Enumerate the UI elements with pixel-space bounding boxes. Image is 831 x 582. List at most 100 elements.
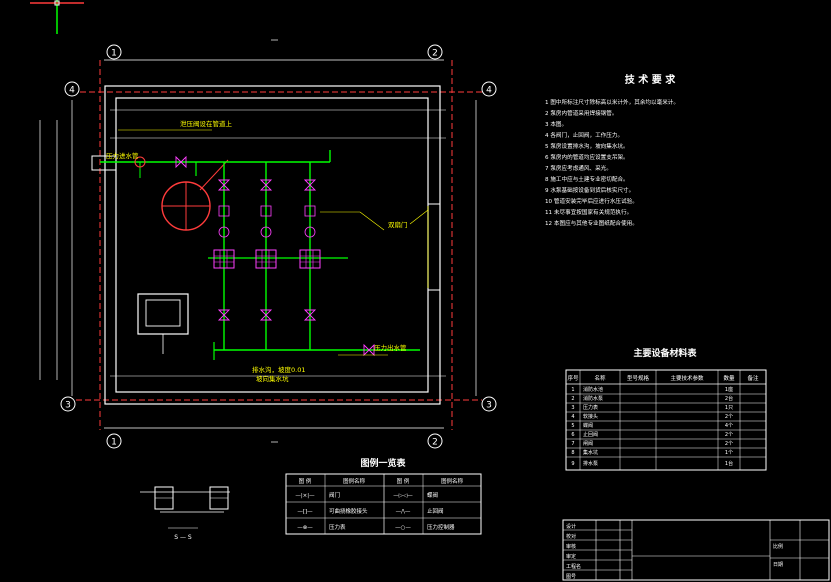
equipment-cell: 4个 [725, 423, 733, 429]
tech-note-line: 7 泵房应考虑通风、采光。 [545, 164, 612, 172]
label-inlet: 压力进水管 [106, 151, 139, 160]
label-door: 双扇门 [388, 220, 408, 229]
equipment-cell: 1座 [725, 386, 733, 393]
equipment-header: 数量 [723, 374, 735, 382]
axis-label-left-top: 4 [69, 86, 75, 96]
equipment-cell: 1 [571, 387, 574, 393]
pump-unit-1 [213, 249, 235, 269]
legend-name: 蝶阀 [427, 491, 438, 499]
equipment-cell: 止回阀 [583, 431, 598, 438]
tech-note-line: 9 水泵基础按设备到货后核实尺寸。 [545, 186, 634, 194]
legend-name: 压力控制器 [427, 523, 455, 531]
equipment-header: 备注 [747, 374, 759, 382]
axis-bubble-right-bottom [481, 396, 497, 412]
axis-label-bottom-left: 1 [111, 438, 117, 448]
axis-bubble-left-top [64, 81, 80, 97]
title-block-label: 工程名 [566, 563, 581, 570]
water-tank [161, 159, 229, 231]
legend-header: 图例名称 [441, 477, 464, 485]
legend-name: 压力表 [329, 523, 346, 531]
equipment-cell: 软接头 [583, 413, 598, 420]
equipment-cell: 消防水池 [583, 386, 603, 393]
ucs-icon [30, 0, 84, 34]
equipment-table-title: 主要设备材料表 [633, 347, 697, 359]
equipment-header: 序号 [567, 374, 579, 382]
axis-label-right-top: 4 [486, 86, 492, 96]
axis-bubbles: 1 2 1 2 4 4 3 3 [60, 44, 497, 449]
equipment-cell: 消防水泵 [583, 395, 603, 402]
label-outlet: 压力出水管 [374, 343, 407, 352]
legend-symbol: —|×|— [295, 493, 315, 499]
legend-header: 图 例 [299, 477, 312, 485]
axis-label-right-bottom: 3 [486, 401, 492, 411]
tech-note-line: 1 图中所标注尺寸除标高以米计外，其余均以毫米计。 [545, 98, 679, 106]
axis-bubble-right-top [481, 81, 497, 97]
legend-symbol: —▷◁— [393, 493, 413, 499]
valve-symbols [134, 155, 375, 357]
equipment-cell: 2个 [725, 441, 733, 447]
legend-header: 图 例 [397, 477, 410, 485]
legend-symbol: —/\— [396, 509, 411, 515]
equipment-cell: 2台 [725, 395, 733, 402]
axis-label-top-right: 2 [432, 49, 438, 59]
title-block-right-label: 日期 [773, 562, 783, 568]
equipment-cell: 闸阀 [583, 440, 593, 447]
equipment-cell: 7 [571, 441, 574, 447]
title-block-right-label: 比例 [773, 543, 783, 550]
legend-symbol: —[]— [297, 509, 313, 515]
tech-note-line: 6 泵房内的管道均应设置支吊架。 [545, 153, 629, 161]
legend-title: 图例一览表 [360, 457, 406, 469]
axis-label-left-bottom: 3 [65, 401, 71, 411]
title-block-label: 图号 [566, 574, 576, 580]
title-block-label: 校对 [566, 533, 576, 540]
pump-unit-2 [255, 249, 277, 269]
pump-units [213, 249, 321, 269]
dimension-lines [39, 39, 477, 443]
title-block: 设计 校对 审核 审定 工程名 图号 比例 日期 [562, 519, 830, 581]
equipment-header: 主要技术参数 [670, 374, 704, 382]
label-bottom-note2: 坡向集水坑 [256, 374, 289, 383]
tech-note-line: 12 本图应与其他专业图纸配合使用。 [545, 219, 638, 227]
axis-label-bottom-right: 2 [432, 438, 438, 448]
pipe-network [100, 150, 420, 360]
equipment-header: 名称 [594, 374, 606, 382]
equipment-cell: 3 [571, 405, 574, 411]
equipment-cell: 1个 [725, 450, 733, 456]
axis-bubble-left-bottom [60, 396, 76, 412]
pump-unit-3 [299, 249, 321, 269]
equipment-cell: 5 [571, 423, 574, 429]
axis-bubble-top-left [106, 44, 122, 60]
equipment-cell: 6 [571, 432, 574, 438]
equipment-cell: 2个 [725, 432, 733, 438]
grid-lines [76, 60, 482, 430]
label-top-note: 泄压阀设在管道上 [180, 119, 233, 128]
tech-notes-list: 1 图中所标注尺寸除标高以米计外，其余均以毫米计。 2 泵房内管道采用焊接钢管。… [545, 98, 679, 227]
title-block-label: 审核 [566, 543, 576, 550]
tech-note-line: 8 施工中应与土建专业密切配合。 [545, 175, 629, 183]
leader-lines [118, 129, 388, 356]
tech-note-line: 3 本图。 [545, 120, 567, 128]
legend-name: 止回阀 [427, 507, 444, 515]
section-label: S — S [174, 534, 192, 541]
equipment-cell: 2个 [725, 414, 733, 420]
equipment-cell: 4 [571, 414, 574, 420]
equipment-header: 型号规格 [627, 374, 650, 382]
axis-label-top-left: 1 [111, 49, 117, 59]
equipment-cell: 8 [571, 450, 574, 456]
sump-pit [137, 293, 189, 354]
equipment-cell: 1台 [725, 460, 733, 467]
tech-note-line: 10 管道安装完毕后应进行水压试验。 [545, 197, 638, 205]
label-bottom-note: 排水沟，坡度0.01 [252, 365, 305, 374]
equipment-cell: 集水坑 [583, 449, 598, 456]
equipment-cell: 2 [571, 396, 574, 402]
legend-symbol: —⊗— [297, 525, 313, 531]
section-detail: S — S [140, 486, 230, 541]
tech-note-line: 2 泵房内管道采用焊接钢管。 [545, 109, 617, 117]
legend-name: 阀门 [329, 491, 340, 499]
tech-note-line: 5 泵房设置排水沟，坡向集水坑。 [545, 142, 629, 150]
title-block-label: 设计 [566, 523, 576, 530]
axis-bubble-bottom-right [427, 433, 443, 449]
equipment-cell: 蝶阀 [583, 422, 593, 429]
tech-notes-title: 技 术 要 求 [625, 73, 676, 86]
